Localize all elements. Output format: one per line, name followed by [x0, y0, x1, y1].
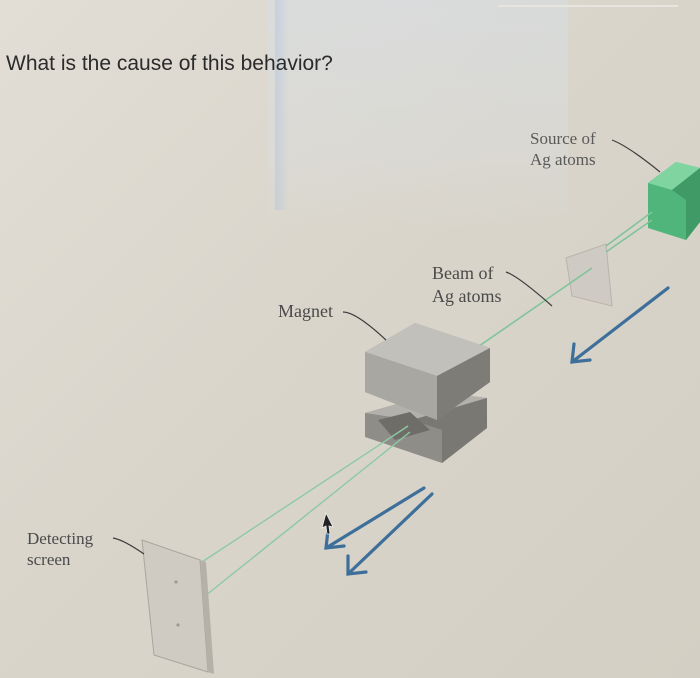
label-magnet-text: Magnet	[278, 301, 333, 321]
magnet-upper-pole	[365, 323, 490, 420]
split-beams	[195, 425, 411, 601]
detecting-screen	[141, 539, 214, 674]
top-divider	[498, 5, 678, 7]
label-detecting-line1: Detecting	[27, 529, 94, 548]
arrow-near-magnet-1	[324, 486, 426, 550]
question-text: What is the cause of this behavior?	[6, 52, 333, 75]
label-detecting-screen: Detecting screen	[27, 528, 93, 571]
arrow-near-source	[570, 286, 670, 364]
direction-arrows	[324, 286, 670, 576]
label-source-line2: Ag atoms	[530, 150, 596, 170]
label-beam-line1: Beam of	[432, 263, 494, 283]
label-magnet: Magnet	[278, 300, 333, 323]
label-beam-of-atoms: Beam of Ag atoms	[432, 262, 502, 307]
label-source-of-atoms: Source of Ag atoms	[530, 128, 596, 171]
label-beam-line2: Ag atoms	[432, 285, 502, 306]
atom-source-box	[648, 162, 700, 240]
arrow-near-magnet-2	[346, 492, 434, 576]
label-detecting-line2: screen	[27, 550, 71, 570]
arrow-pointer-icon	[321, 511, 334, 535]
collimator-slit	[565, 243, 613, 307]
leader-lines	[112, 139, 661, 555]
label-source-line1: Source of	[530, 129, 596, 148]
